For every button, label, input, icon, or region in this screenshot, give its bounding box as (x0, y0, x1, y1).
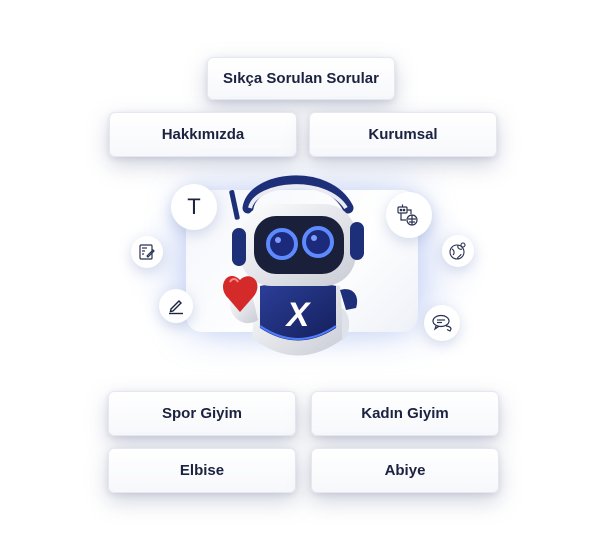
note-edit-icon (139, 244, 155, 260)
text-icon: T (187, 194, 201, 219)
about-button[interactable]: Hakkımızda (109, 112, 297, 157)
bot-brain-button[interactable] (386, 192, 432, 238)
chat-bubbles-icon (432, 314, 452, 332)
womens-wear-label: Kadın Giyim (361, 405, 449, 422)
corporate-label: Kurumsal (368, 126, 438, 143)
chest-letter: X (285, 296, 312, 334)
text-tool-button[interactable]: T (171, 184, 217, 230)
womens-wear-button[interactable]: Kadın Giyim (311, 391, 499, 436)
chat-button[interactable] (424, 305, 460, 341)
corporate-button[interactable]: Kurumsal (309, 112, 497, 157)
faq-button[interactable]: Sıkça Sorulan Sorular (207, 57, 395, 100)
evening-dress-label: Abiye (384, 462, 426, 479)
dress-label: Elbise (179, 462, 225, 479)
globe-user-icon (449, 242, 466, 260)
sportswear-button[interactable]: Spor Giyim (108, 391, 296, 436)
about-label: Hakkımızda (161, 126, 245, 143)
pencil-button[interactable] (159, 289, 193, 323)
sportswear-label: Spor Giyim (161, 405, 243, 422)
globe-button[interactable] (442, 235, 474, 267)
bot-brain-icon (397, 204, 418, 226)
robot-mascot: X (223, 175, 364, 356)
evening-dress-button[interactable]: Abiye (311, 448, 499, 493)
notes-button[interactable] (131, 236, 163, 268)
pencil-icon (169, 300, 183, 315)
dress-button[interactable]: Elbise (108, 448, 296, 493)
faq-label: Sıkça Sorulan Sorular (223, 70, 379, 87)
